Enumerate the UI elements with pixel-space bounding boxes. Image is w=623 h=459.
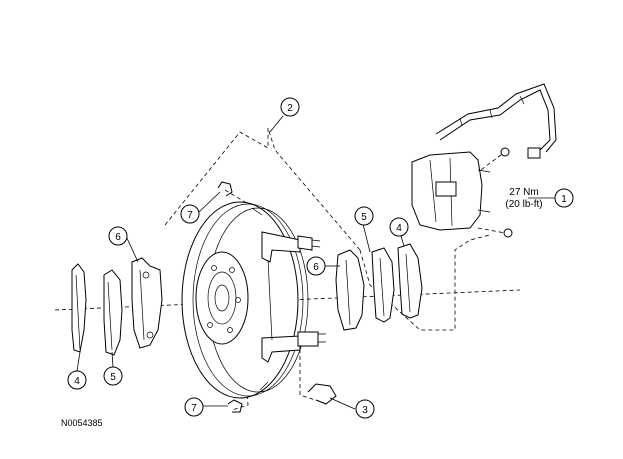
callout-1: 1 xyxy=(554,188,574,208)
callout-6-right: 6 xyxy=(306,256,326,276)
callout-7-upper: 7 xyxy=(180,204,200,224)
pad-clip-lower xyxy=(227,399,243,413)
inner-pad-left xyxy=(131,257,163,349)
outer-pad-right xyxy=(397,243,423,319)
brake-hose xyxy=(435,83,557,159)
callout-5-left: 5 xyxy=(103,366,123,386)
svg-text:6: 6 xyxy=(313,262,319,273)
svg-text:6: 6 xyxy=(115,232,121,243)
leader-lines xyxy=(76,115,555,410)
caliper-anchor-bracket xyxy=(261,231,326,363)
torque-metric: 27 Nm xyxy=(509,187,538,198)
callout-2: 2 xyxy=(280,97,300,117)
brake-caliper xyxy=(411,147,513,238)
callout-6-left: 6 xyxy=(108,226,128,246)
svg-text:7: 7 xyxy=(187,210,193,221)
svg-text:2: 2 xyxy=(287,103,293,114)
pad-clip-upper xyxy=(217,181,233,197)
svg-text:5: 5 xyxy=(110,372,116,383)
outer-brake-pad-left xyxy=(71,263,87,353)
callout-4-left: 4 xyxy=(67,370,87,390)
callout-5-right: 5 xyxy=(354,206,374,226)
svg-text:5: 5 xyxy=(361,212,367,223)
svg-text:1: 1 xyxy=(561,194,567,205)
callout-3: 3 xyxy=(355,399,375,419)
figure-id: N0054385 xyxy=(61,418,103,428)
inner-pad-shim-right xyxy=(371,247,395,323)
callout-7-lower: 7 xyxy=(184,397,204,417)
svg-text:3: 3 xyxy=(362,405,368,416)
brake-rotor xyxy=(181,201,309,399)
svg-text:4: 4 xyxy=(74,376,80,387)
inner-pad-right xyxy=(335,249,365,331)
callout-4-right: 4 xyxy=(389,217,409,237)
svg-text:7: 7 xyxy=(191,403,197,414)
svg-text:4: 4 xyxy=(396,223,402,234)
torque-imperial: (20 lb-ft) xyxy=(505,199,542,210)
outer-brake-pad-shim-left xyxy=(103,269,123,356)
torque-spec: 27 Nm (20 lb-ft) xyxy=(505,187,542,210)
anti-rattle-spring-clip xyxy=(307,383,337,405)
